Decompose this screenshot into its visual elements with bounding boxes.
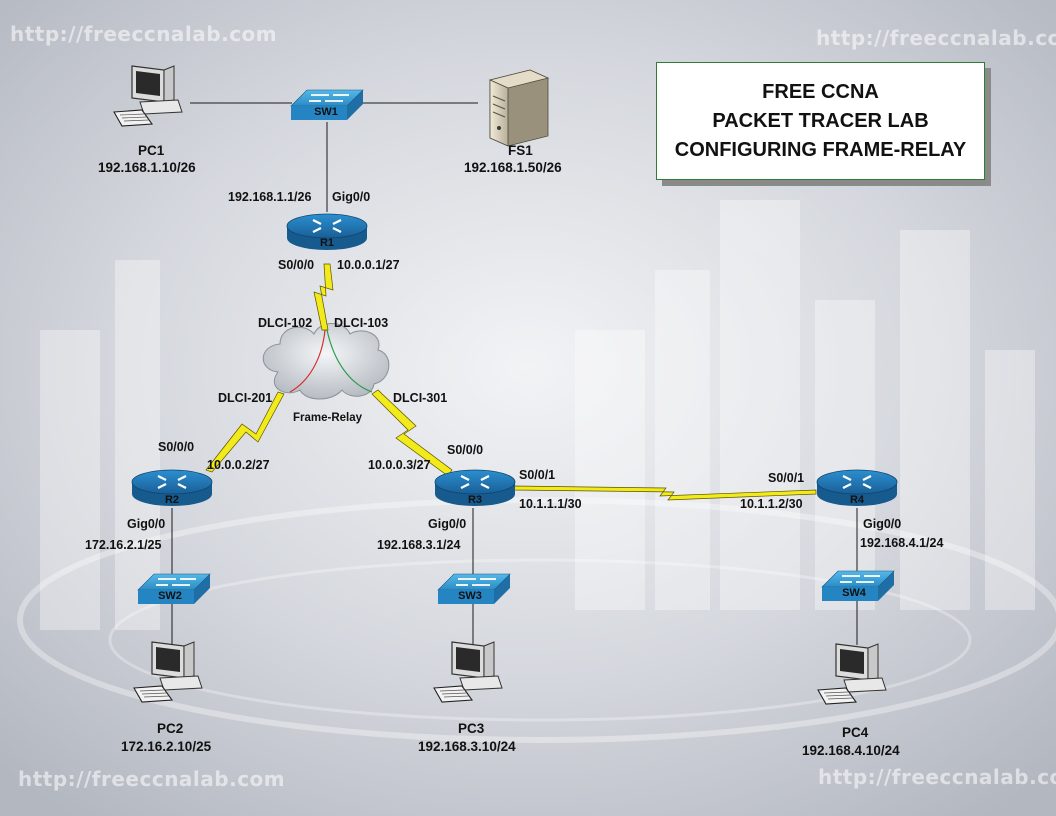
title-box: FREE CCNA PACKET TRACER LAB CONFIGURING … — [656, 62, 985, 180]
dlci-201-label: DLCI-201 — [218, 391, 273, 405]
pvc-103-line — [326, 329, 373, 393]
pvc-102-line — [289, 329, 326, 393]
sw2-label: SW2 — [158, 590, 182, 602]
dlci-103-label: DLCI-103 — [334, 316, 389, 330]
watermark-top-left: http://freeccnalab.com — [10, 22, 278, 46]
pc1-icon[interactable] — [113, 65, 183, 127]
sw4-label: SW4 — [842, 587, 866, 599]
pc3-name: PC3 — [458, 721, 485, 736]
r4-gig-if: Gig0/0 — [863, 517, 902, 531]
r3-gig-ip: 192.168.3.1/24 — [377, 538, 461, 552]
pc3-icon[interactable] — [433, 641, 503, 703]
r2-gig-ip: 172.16.2.1/25 — [85, 538, 162, 552]
sw1-label: SW1 — [314, 106, 338, 118]
watermark-bottom-left: http://freeccnalab.com — [18, 767, 286, 791]
pc4-icon[interactable] — [817, 643, 887, 705]
r1-label: R1 — [319, 237, 335, 249]
r1-gig-if: Gig0/0 — [332, 190, 371, 204]
r3-ser1-ip: 10.1.1.1/30 — [519, 497, 582, 511]
watermark-bottom-right: http://freeccnalab.com — [818, 765, 1056, 789]
dlci-102-label: DLCI-102 — [258, 316, 313, 330]
pc1-ip: 192.168.1.10/26 — [98, 160, 196, 175]
r1-ser-if: S0/0/0 — [278, 258, 315, 272]
r4-gig-ip: 192.168.4.1/24 — [860, 536, 944, 550]
r3-ser-if: S0/0/0 — [447, 443, 484, 457]
title-line-2: PACKET TRACER LAB — [712, 109, 929, 132]
r3-gig-if: Gig0/0 — [428, 517, 467, 531]
serial-link-r1-cloud — [313, 263, 334, 331]
dlci-301-label: DLCI-301 — [393, 391, 448, 405]
title-line-1: FREE CCNA — [762, 80, 879, 103]
pc2-name: PC2 — [157, 721, 184, 736]
frame-relay-cloud — [262, 323, 390, 400]
r2-gig-if: Gig0/0 — [127, 517, 166, 531]
sw3-label: SW3 — [458, 590, 482, 602]
fs1-server-icon[interactable] — [488, 69, 550, 147]
fs1-name: FS1 — [508, 143, 533, 158]
r3-ser1-if: S0/0/1 — [519, 468, 556, 482]
r1-gig-ip: 192.168.1.1/26 — [228, 190, 312, 204]
r2-label: R2 — [164, 494, 180, 506]
r4-label: R4 — [849, 494, 865, 506]
r3-ser-ip: 10.0.0.3/27 — [368, 458, 431, 472]
pc2-ip: 172.16.2.10/25 — [121, 739, 212, 754]
watermark-top-right: http://freeccnalab.com — [816, 26, 1056, 50]
pc4-ip: 192.168.4.10/24 — [802, 743, 900, 758]
r2-ser-ip: 10.0.0.2/27 — [207, 458, 270, 472]
pc3-ip: 192.168.3.10/24 — [418, 739, 516, 754]
r4-ser-if: S0/0/1 — [768, 471, 805, 485]
lan-links — [171, 102, 858, 645]
r3-label: R3 — [467, 494, 483, 506]
fs1-ip: 192.168.1.50/26 — [464, 160, 562, 175]
pc4-name: PC4 — [842, 725, 869, 740]
frame-relay-label: Frame-Relay — [293, 412, 363, 424]
serial-link-r3-r4 — [513, 485, 817, 501]
title-line-3: CONFIGURING FRAME-RELAY — [674, 138, 967, 161]
r1-ser-ip: 10.0.0.1/27 — [337, 258, 400, 272]
serial-link-cloud-r3 — [371, 389, 453, 477]
r4-ser-ip: 10.1.1.2/30 — [740, 497, 803, 511]
serial-link-cloud-r2 — [205, 391, 285, 473]
r2-ser-if: S0/0/0 — [158, 440, 195, 454]
pc2-icon[interactable] — [133, 641, 203, 703]
pc1-name: PC1 — [138, 143, 165, 158]
